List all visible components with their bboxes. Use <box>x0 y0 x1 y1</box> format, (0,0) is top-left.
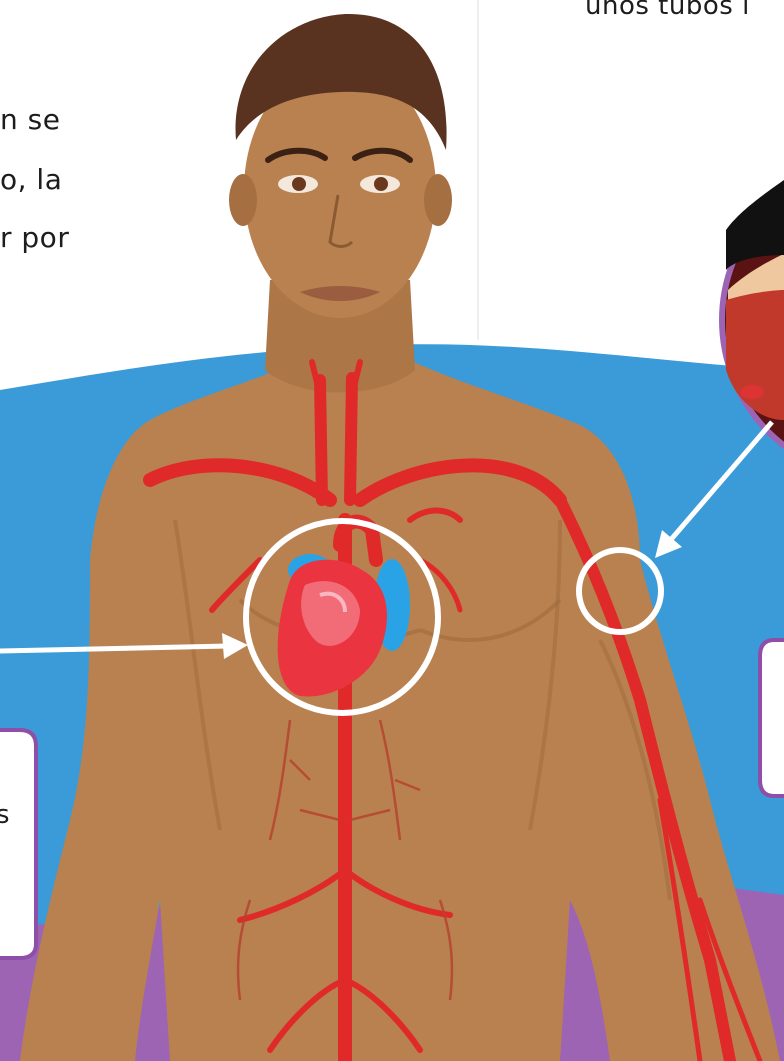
left-text-line-1: n se <box>0 100 60 140</box>
left-info-card <box>0 730 36 958</box>
right-info-card <box>760 640 784 796</box>
left-text-line-2: o, la <box>0 160 62 200</box>
top-right-text-fragment: unos tubos l <box>585 0 750 26</box>
left-card-text-fragment: s <box>0 800 10 830</box>
ear-left <box>229 174 257 226</box>
left-text-line-3: r por <box>0 218 69 258</box>
carotid-artery-left <box>320 380 322 500</box>
ear-right <box>424 174 452 226</box>
